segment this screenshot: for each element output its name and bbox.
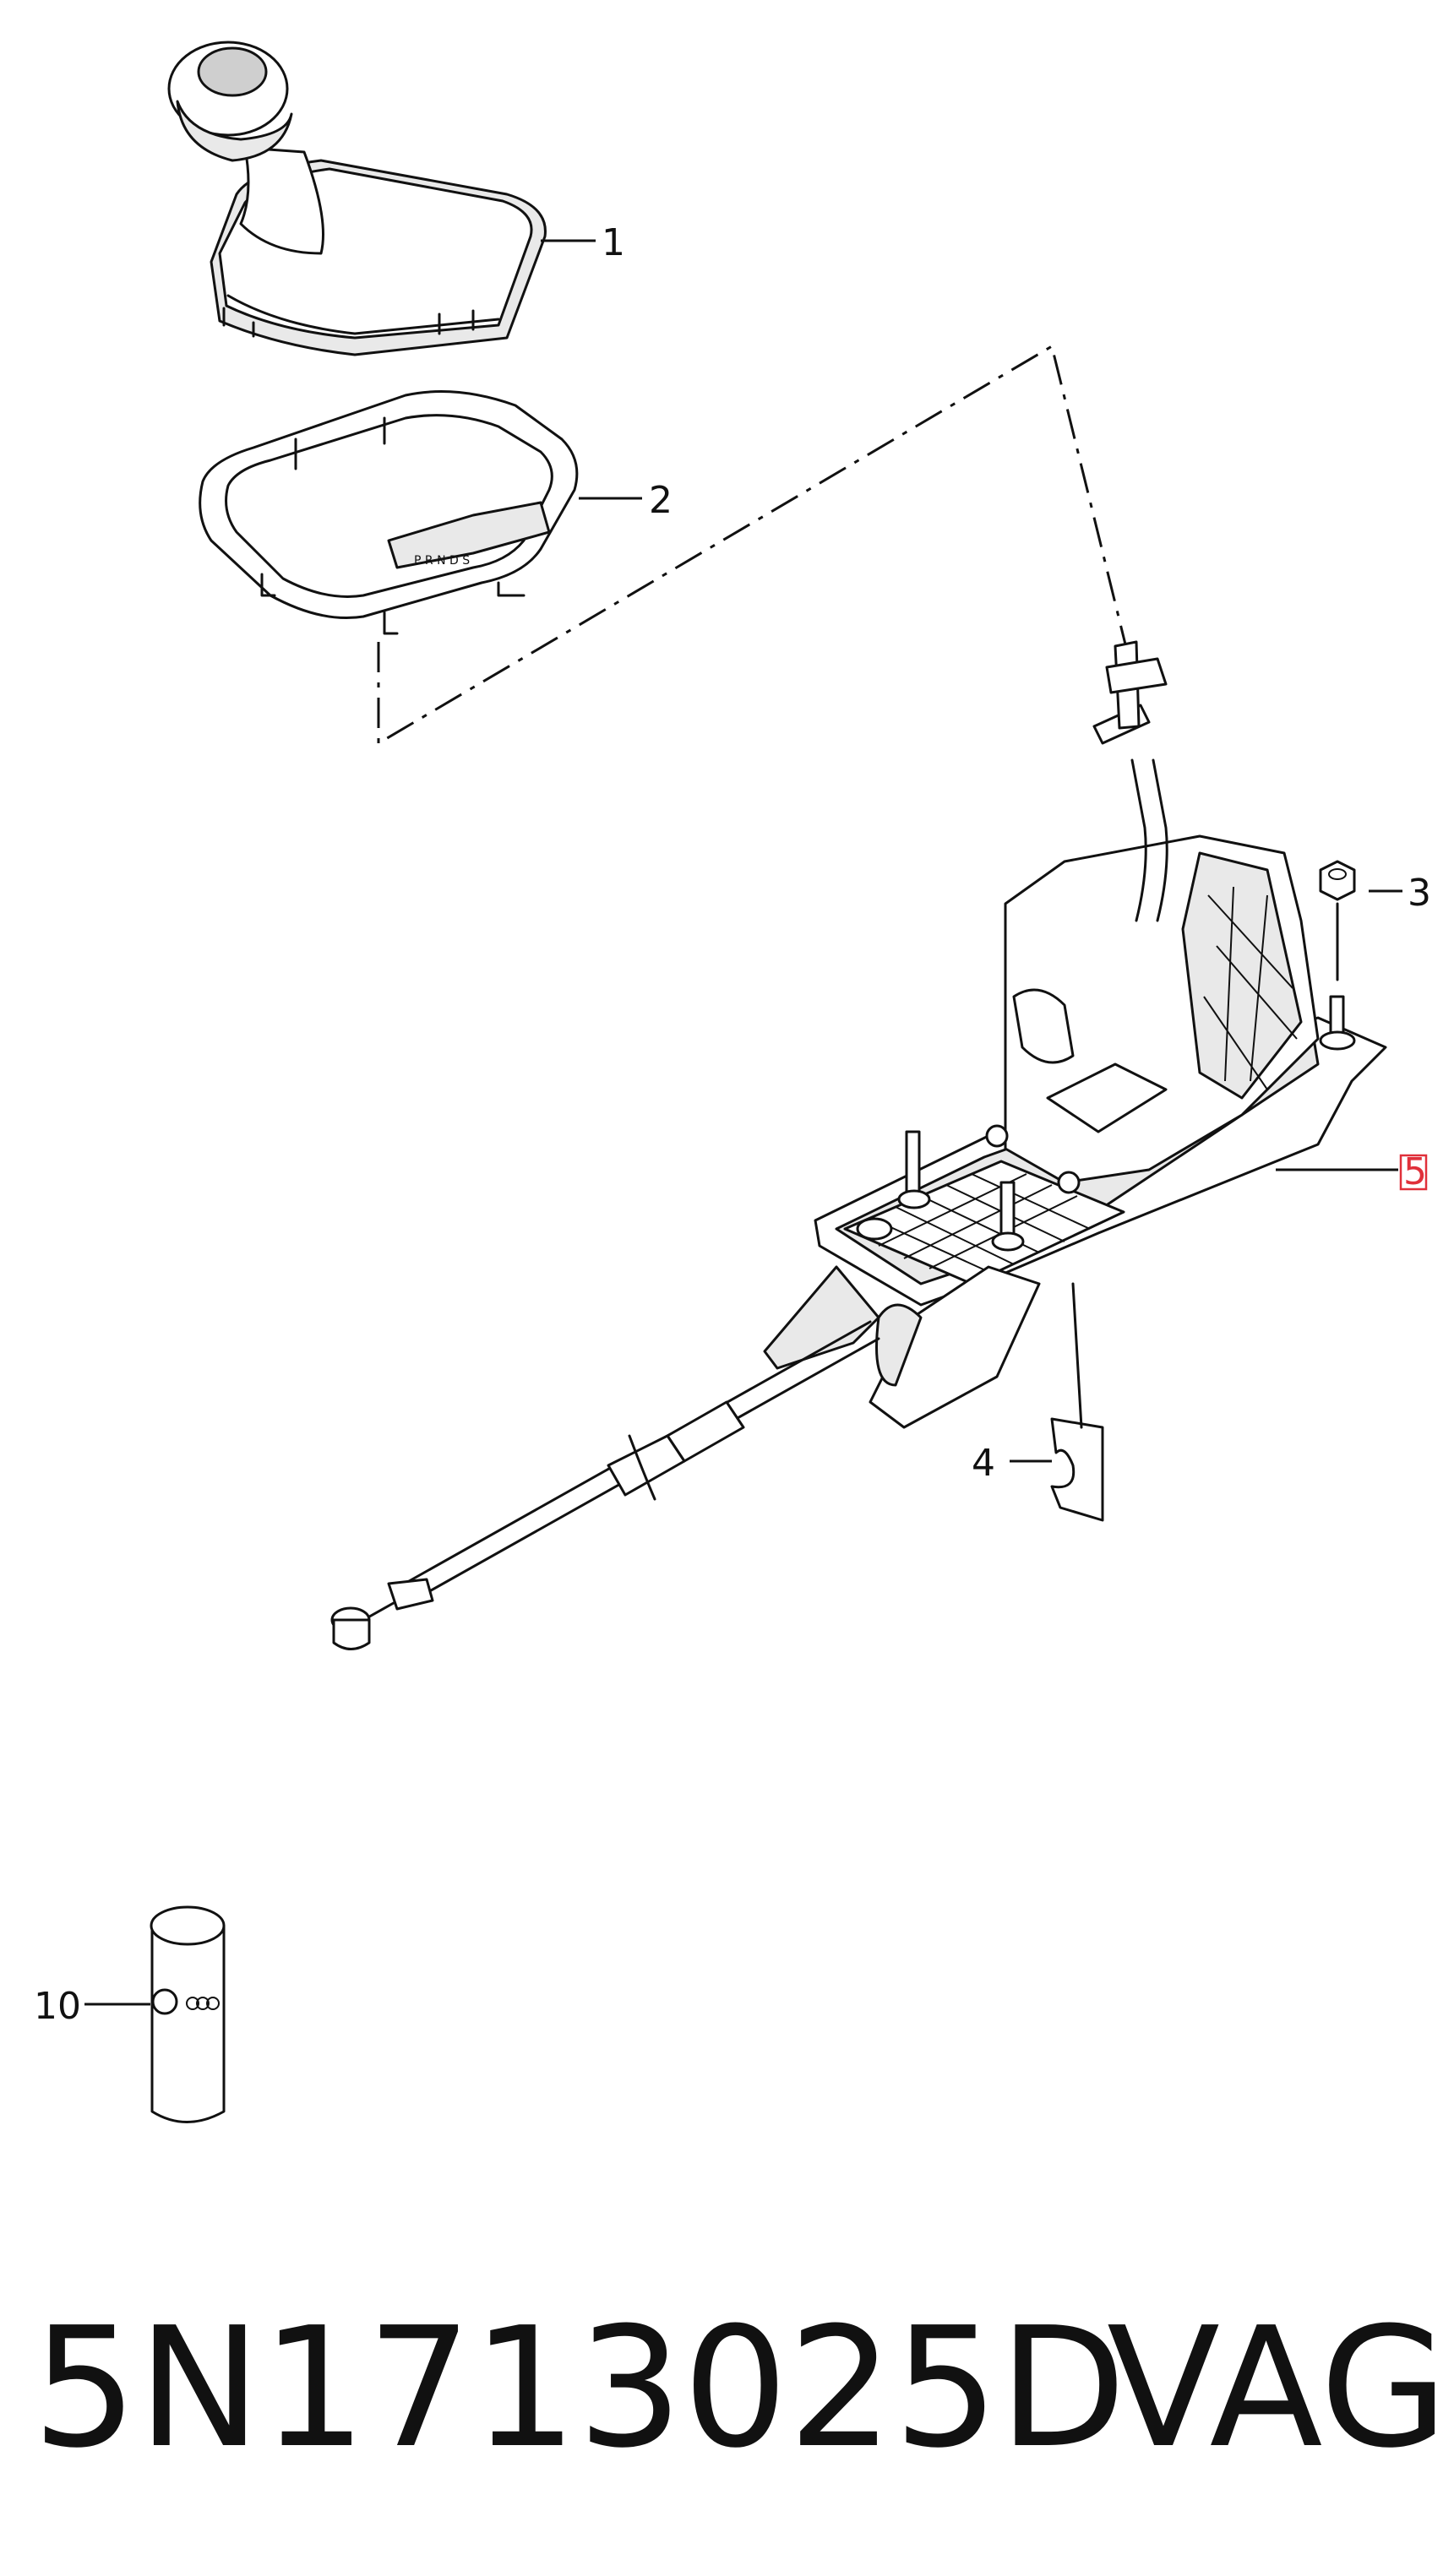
part-4-retaining-clip: [1050, 1282, 1104, 1522]
callout-4: 4: [972, 1442, 995, 1485]
part-2-trim-frame: P R N D S: [199, 390, 579, 635]
callout-5-box: [1399, 1154, 1428, 1191]
svg-text:P R N D S: P R N D S: [414, 554, 470, 568]
leader-lines: [84, 239, 1402, 2006]
callout-1: 1: [602, 221, 625, 264]
brand-label: VAG: [1107, 2292, 1448, 2485]
part-5-selector-mechanism: [330, 640, 1387, 1650]
callout-2: 2: [649, 479, 673, 522]
callout-10: 10: [34, 1985, 81, 2028]
callout-3: 3: [1408, 872, 1431, 915]
grid-plate: [843, 1160, 1125, 1285]
part-number: 5N1713025D: [32, 2292, 1126, 2485]
part-3-nut: [1319, 860, 1356, 981]
part-10-grease-tube: [150, 1905, 226, 2123]
part-1-shift-knob-boot: [167, 41, 547, 356]
callout-5: 5: [1403, 1150, 1427, 1193]
